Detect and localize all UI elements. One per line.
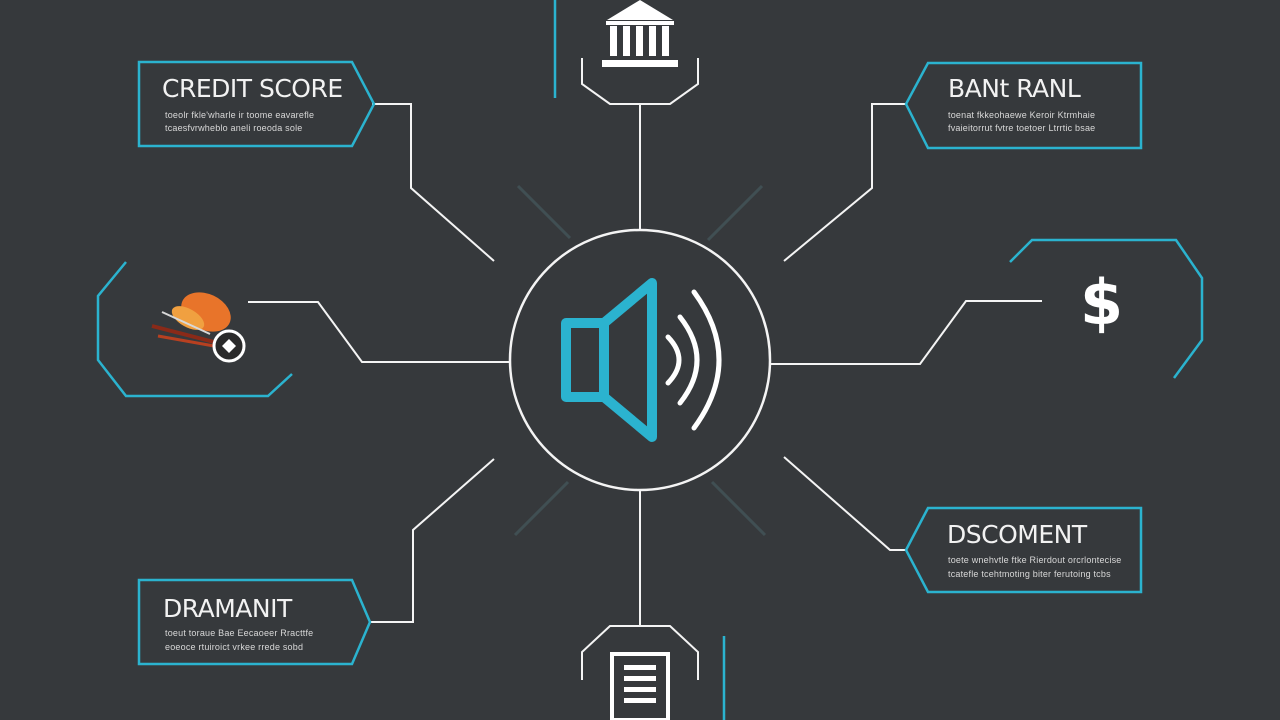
bank-icon [602,0,678,67]
connector-credit-score [372,103,495,262]
credit-score-line-2: tcaesfvrwheblo aneli roeoda sole [165,123,303,133]
bank-box [904,61,1143,150]
center-circle [508,228,772,492]
connector-right [770,300,1042,365]
dramanit-title: DRAMANIT [163,594,292,623]
connector-left [248,301,510,363]
glow-lines [513,184,767,537]
bank-line-1: toenat fkkeohaewe Keroir Ktrmhaie [948,110,1096,120]
credit-score-title: CREDIT SCORE [162,74,343,103]
scale-icon [151,292,246,363]
credit-score-box [137,60,376,148]
right-bracket [1009,238,1204,379]
left-bracket [96,261,293,398]
bottom-bracket [581,625,699,680]
document-box [904,506,1143,594]
bank-line-2: fvaieitorrut fvtre toetoer Ltrrtic bsae [948,123,1096,133]
connector-bank [783,103,906,262]
connector-lines [248,103,1042,626]
dramanit-box [137,578,372,666]
connector-dramanit [370,458,495,623]
document-title: DSCOMENT [947,520,1087,549]
connector-document [783,456,906,551]
speaker-icon [561,278,722,442]
document-icon [610,652,670,720]
dramanit-line-2: eoeoce rtuiroict vrkee rrede sobd [165,642,304,652]
dollar-icon: $ [1080,266,1124,339]
bank-title: BANt RANL [948,74,1081,103]
dramanit-line-1: toeut toraue Bae Eecaoeer Rracttfe [165,628,314,638]
document-line-2: tcatefle tcehtmoting biter ferutoing tcb… [948,569,1111,579]
document-line-1: toete wnehvtle ftke Rierdout orcrlonteci… [948,555,1122,565]
top-bracket [581,58,699,105]
credit-score-line-1: toeolr fkle'wharle ir toome eavarefle [165,110,315,120]
